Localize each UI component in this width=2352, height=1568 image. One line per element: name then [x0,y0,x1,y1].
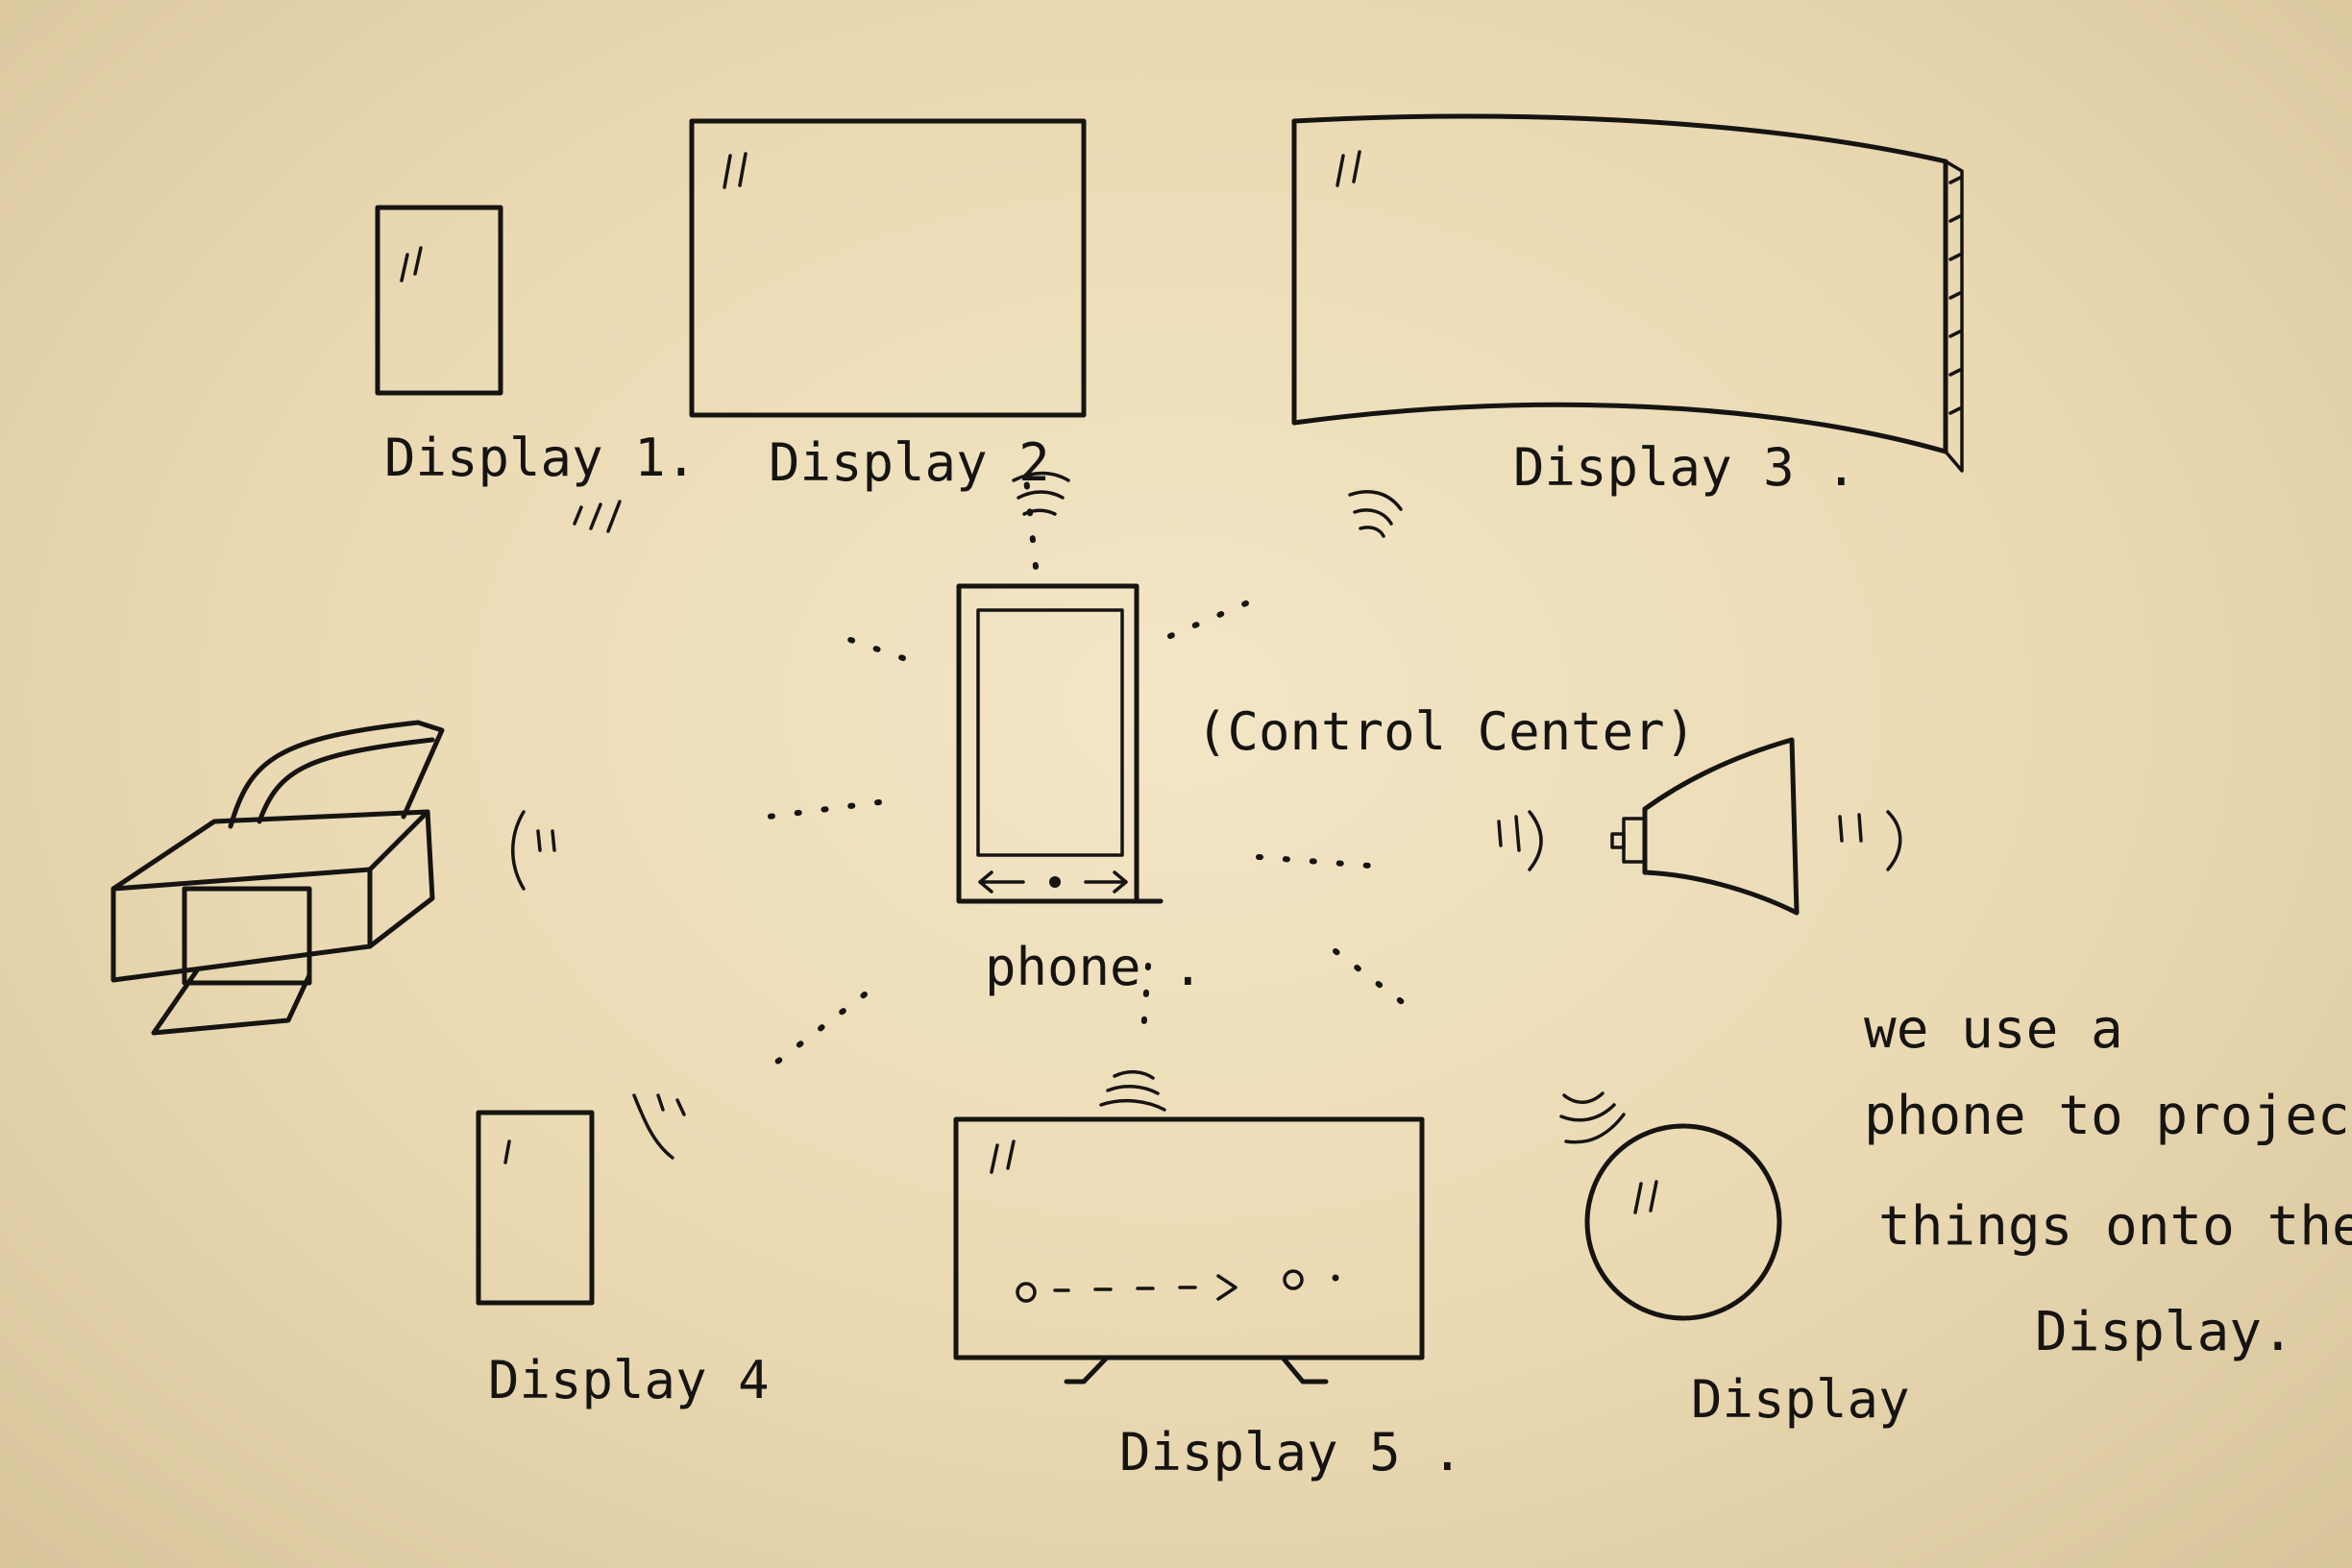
projector-device [1610,737,1800,916]
note-line-3: things onto the [1878,1195,2352,1258]
display-2 [689,118,1087,418]
dotted-connections [766,476,1408,1071]
display-3 [1291,113,1964,473]
wireless-signal-icon [511,471,1902,1160]
display-4-label: Display 4 [488,1350,770,1410]
round-display-label: Display [1691,1369,1910,1430]
note-line-4: Display. [2035,1301,2294,1363]
display-3-label: Display 3 . [1513,437,1857,498]
phone-label: phone . [985,937,1204,997]
display-5 [953,1116,1425,1384]
note-line-2: phone to project [1864,1085,2352,1147]
round-display [1584,1123,1782,1321]
printer-device [110,720,445,1036]
display-4 [476,1110,595,1306]
display-5-label: Display 5 . [1119,1422,1463,1482]
phone [956,583,1164,904]
display-2-label: Display 2 [769,432,1050,493]
display-1-label: Display 1. [384,428,697,488]
display-1 [375,205,503,396]
control-center-label: (Control Center) [1196,701,1696,762]
note-line-1: we use a [1864,998,2123,1061]
explanatory-note: we use a phone to project things onto th… [1864,998,2352,1363]
